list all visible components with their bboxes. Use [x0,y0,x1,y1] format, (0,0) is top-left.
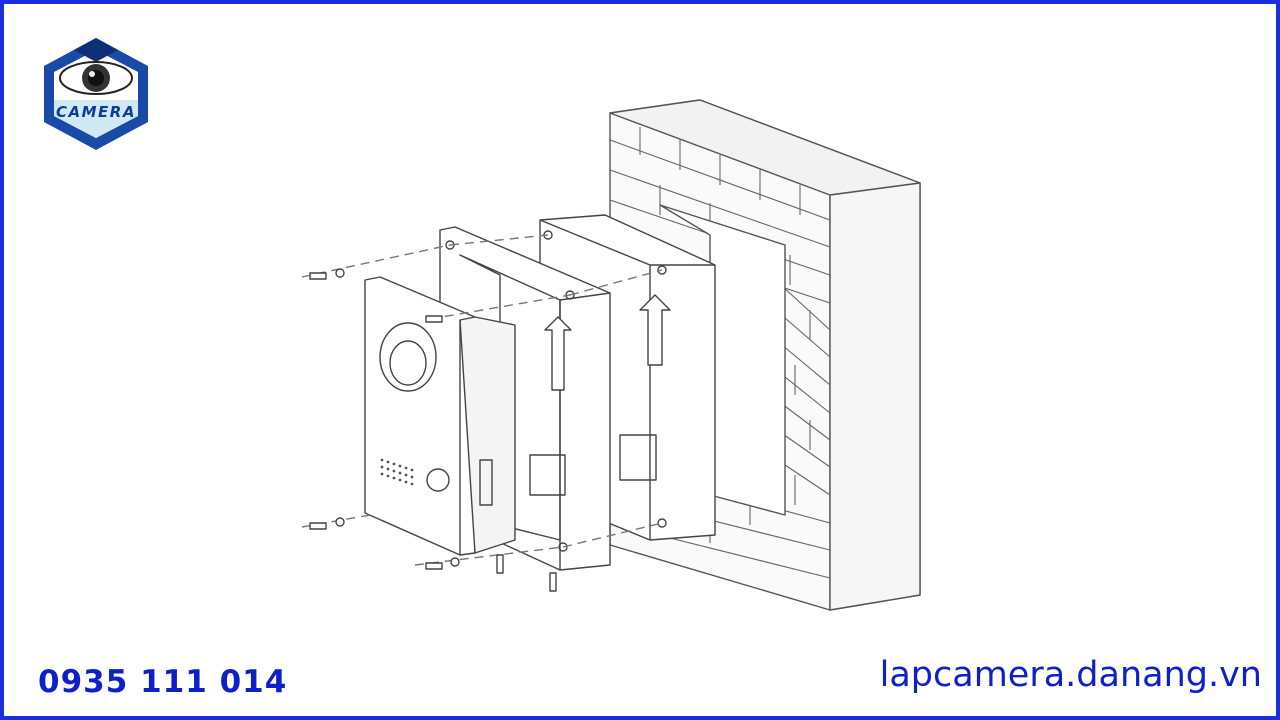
website-url: lapcamera.danang.vn [879,655,1262,695]
phone-number: 0935 111 014 [38,664,288,700]
door-station-panel [364,276,516,556]
screw-icons [309,268,557,592]
logo-text: CAMERA [56,103,136,121]
intercom-installation-diagram [301,99,921,611]
camera-logo: CAMERA [40,36,152,152]
camera-eye-icon [44,38,148,150]
